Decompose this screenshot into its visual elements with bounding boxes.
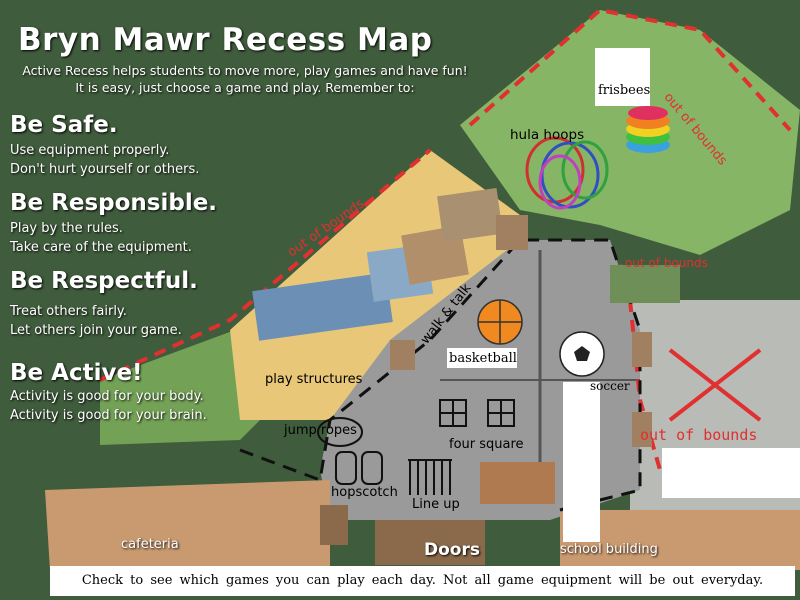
play-structures-label: play structures xyxy=(265,372,363,387)
out-of-bounds-label-right: out of bounds xyxy=(640,426,758,444)
footer-note: Check to see which games you can play ea… xyxy=(50,566,795,596)
rule-active-line-2: Activity is good for your brain. xyxy=(10,408,207,423)
doors-area xyxy=(375,520,485,565)
soccer-ball-icon xyxy=(559,331,605,377)
swing-photo xyxy=(437,188,503,242)
rule-respectful-line-2: Let others join your game. xyxy=(10,323,182,338)
line-up-lines xyxy=(408,459,452,495)
cafeteria-building xyxy=(45,480,330,570)
school-building-label: school building xyxy=(560,542,658,557)
jump-ropes-label: jump ropes xyxy=(284,423,357,438)
rule-respectful-line-1: Treat others fairly. xyxy=(10,304,127,319)
frisbees-label-box xyxy=(595,48,650,106)
basketball-label: basketball xyxy=(449,351,517,366)
rule-heading-safe: Be Safe. xyxy=(10,112,118,138)
four-square-label: four square xyxy=(449,437,524,452)
doors-label: Doors xyxy=(424,540,480,560)
post-photo-1 xyxy=(390,340,415,370)
boundary-line-top xyxy=(468,7,792,132)
equipment-photo xyxy=(480,462,555,504)
post-photo-3 xyxy=(632,412,652,447)
cafeteria-label: cafeteria xyxy=(121,537,179,552)
rule-heading-active: Be Active! xyxy=(10,360,143,386)
frisbees-label: frisbees xyxy=(598,83,651,98)
play-structure-photo-1 xyxy=(252,272,393,341)
rule-safe-line-2: Don't hurt yourself or others. xyxy=(10,162,200,177)
field-photo xyxy=(610,265,680,303)
hopscotch-courts xyxy=(335,451,383,485)
hula-hoops-label: hula hoops xyxy=(510,127,585,143)
out-of-bounds-label-field: out of bounds xyxy=(625,256,708,270)
hula-hoops-icon xyxy=(525,136,609,210)
intro-line-1: Active Recess helps students to move mor… xyxy=(22,63,468,78)
jump-rope-icon xyxy=(317,417,363,447)
line-up-label: Line up xyxy=(412,497,460,512)
rule-heading-responsible: Be Responsible. xyxy=(10,190,218,216)
boundary-line-left xyxy=(99,148,432,382)
basketball-hoop-photo xyxy=(496,215,528,250)
frisbees-icon xyxy=(626,106,670,153)
door-photo xyxy=(320,505,348,545)
four-square-courts xyxy=(439,399,515,427)
map-title: Bryn Mawr Recess Map xyxy=(18,22,433,58)
basketball-label-box xyxy=(447,348,517,368)
post-photo-2 xyxy=(632,332,652,367)
lot-box xyxy=(662,448,800,498)
basketball-icon xyxy=(477,299,523,345)
intro-line-2: It is easy, just choose a game and play.… xyxy=(75,80,415,95)
school-building xyxy=(560,510,800,570)
boundary-line-right xyxy=(628,299,662,471)
hopscotch-label: hopscotch xyxy=(331,485,398,500)
closed-x-right xyxy=(668,348,762,422)
rule-responsible-line-1: Play by the rules. xyxy=(10,221,123,236)
rule-responsible-line-2: Take care of the equipment. xyxy=(10,240,192,255)
building-gap-box xyxy=(563,382,600,542)
soccer-label: soccer xyxy=(590,379,630,393)
rule-safe-line-1: Use equipment properly. xyxy=(10,143,170,158)
rule-active-line-1: Activity is good for your body. xyxy=(10,389,204,404)
rule-heading-respectful: Be Respectful. xyxy=(10,268,198,294)
